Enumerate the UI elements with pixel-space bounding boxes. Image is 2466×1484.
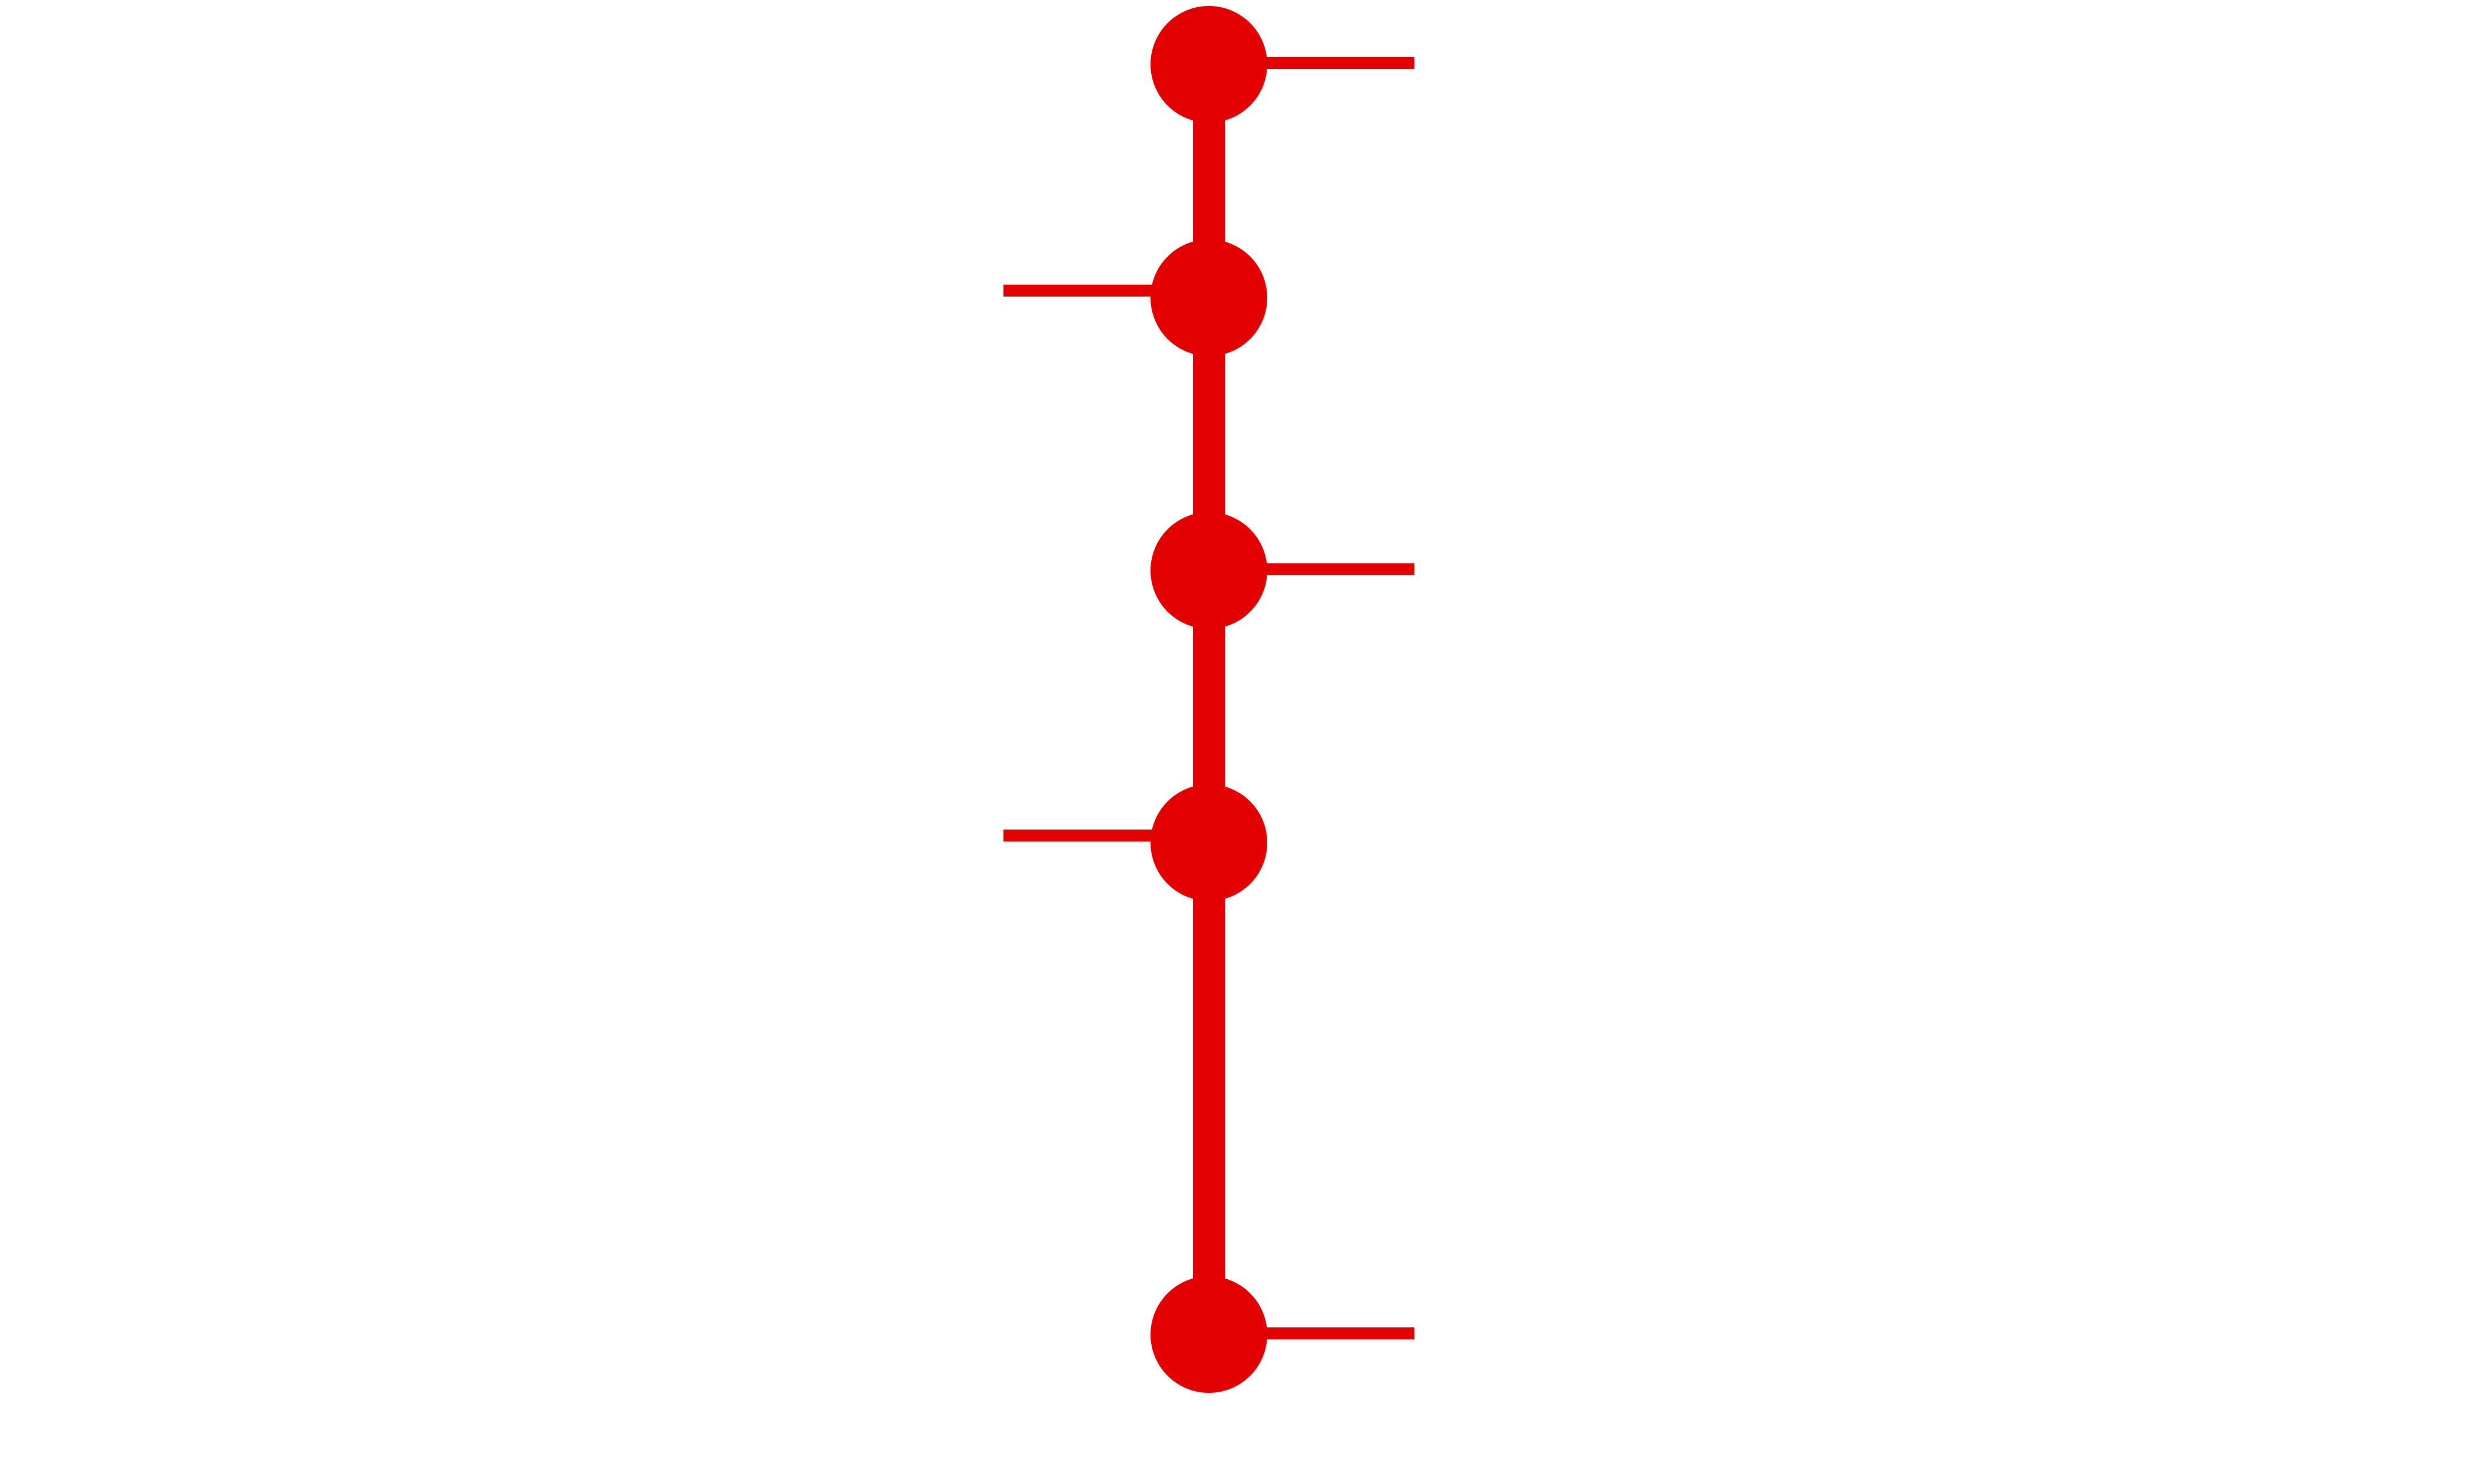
timeline-node — [1151, 512, 1267, 629]
timeline — [1003, 6, 1414, 1393]
timeline-node — [1151, 239, 1267, 356]
timeline-node — [1151, 1276, 1267, 1393]
timeline-node — [1151, 784, 1267, 901]
timeline-node — [1151, 6, 1267, 123]
